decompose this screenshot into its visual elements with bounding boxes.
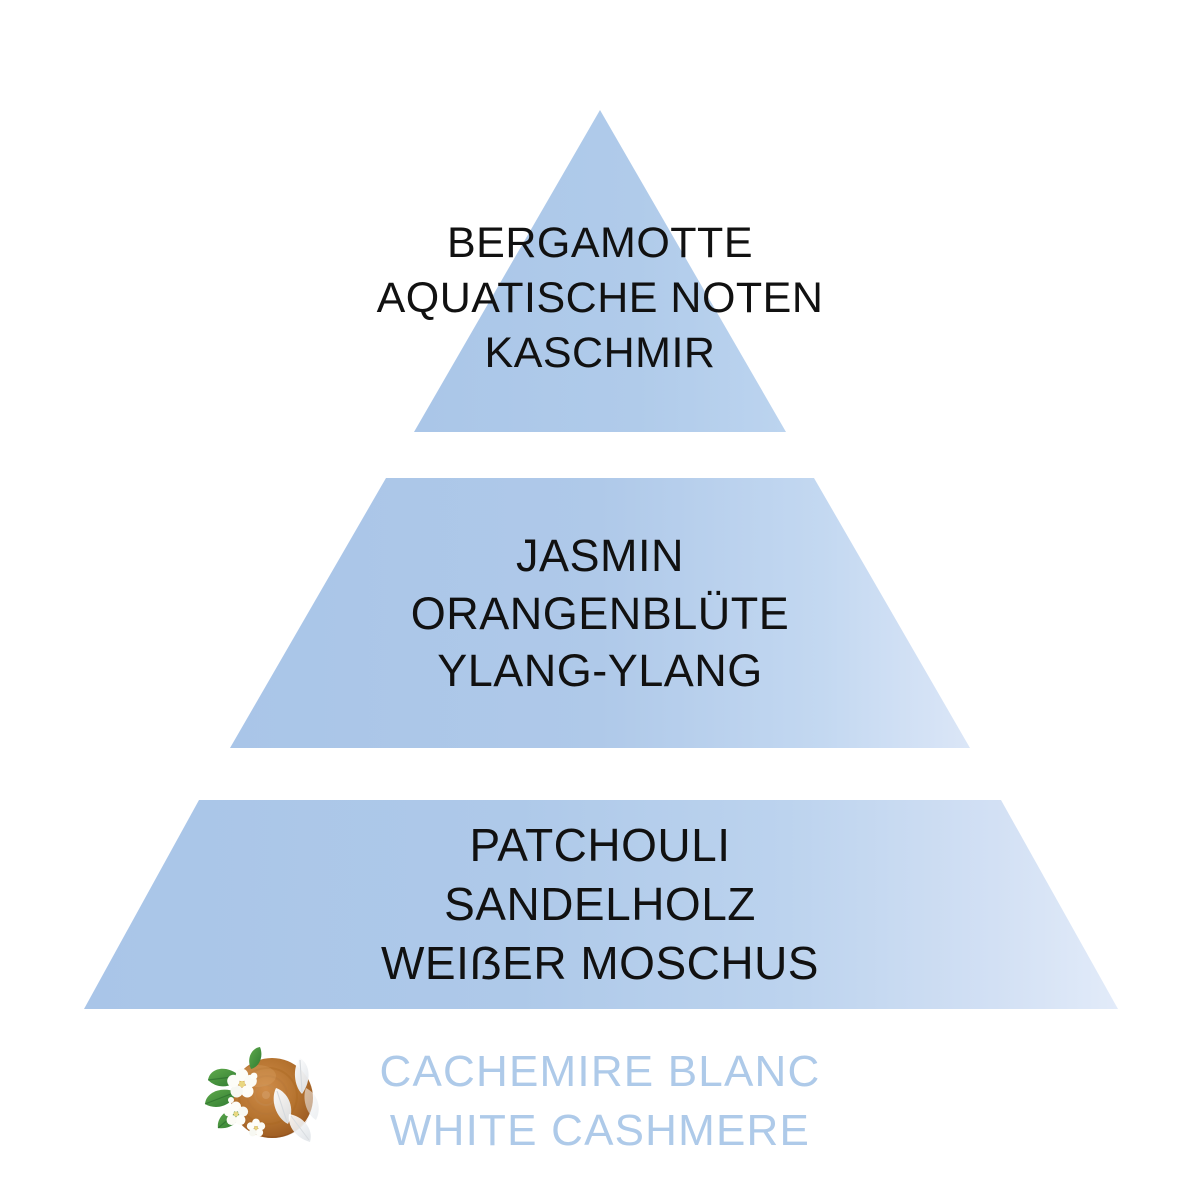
product-name-footer: CACHEMIRE BLANC WHITE CASHMERE — [0, 1043, 1200, 1183]
blossoms — [223, 1068, 266, 1137]
product-name-fr: CACHEMIRE BLANC — [379, 1047, 821, 1096]
wood-slice-blossom-feather-icon — [204, 1047, 319, 1142]
ingredient-emblem — [196, 1036, 332, 1160]
pyramid-tier-middle — [230, 478, 970, 748]
pyramid-tier-top — [414, 110, 786, 432]
product-name: CACHEMIRE BLANC WHITE CASHMERE — [0, 1043, 1200, 1161]
feathers — [273, 1058, 319, 1142]
product-name-en: WHITE CASHMERE — [389, 1105, 811, 1155]
pyramid-tier-base — [84, 800, 1118, 1009]
